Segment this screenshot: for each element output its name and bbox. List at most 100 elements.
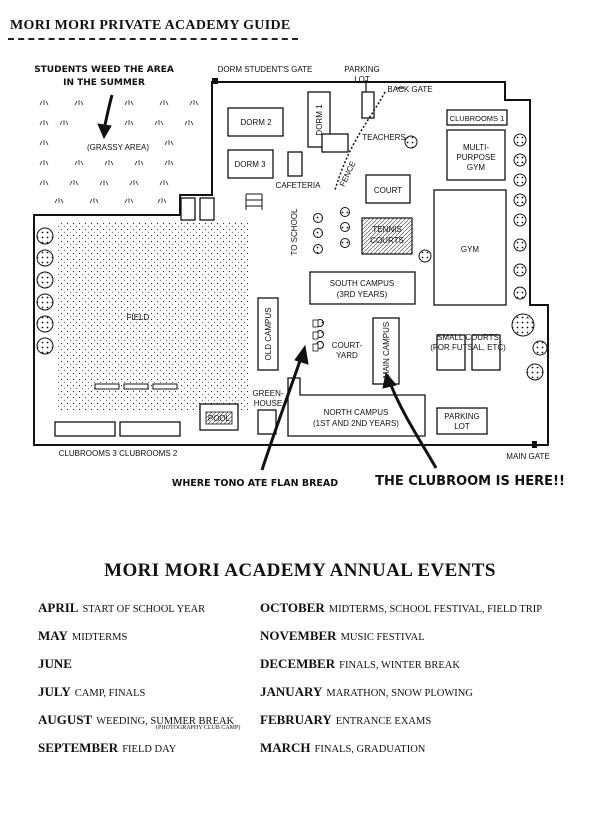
multi-gym-label-1: MULTI- — [463, 143, 489, 152]
event-month: DECEMBER — [260, 656, 336, 671]
to-school-label: TO SCHOOL — [290, 208, 299, 256]
old-campus-label: OLD CAMPUS — [264, 308, 273, 361]
weed-note-line-2: IN THE SUMMER — [63, 78, 145, 88]
parking-lot-label-1: PARKING — [444, 412, 479, 421]
greenhouse-label-2: HOUSE — [254, 399, 282, 408]
clubroom-here-note: THE CLUBROOM IS HERE!! — [375, 474, 565, 489]
court-label: COURT — [374, 186, 402, 195]
multi-gym-label-3: GYM — [467, 163, 486, 172]
event-month: OCTOBER — [260, 600, 325, 615]
trees-right — [313, 133, 548, 381]
campus-map: STUDENTS WEED THE AREA IN THE SUMMER (GR… — [33, 65, 565, 489]
greenhouse-label-1: GREEN- — [252, 389, 283, 398]
south-campus-label-1: SOUTH CAMPUS — [330, 279, 394, 288]
events-title: MORI MORI ACADEMY ANNUAL EVENTS — [104, 560, 496, 581]
clubrooms-1-label: CLUBROOMS 1 — [450, 114, 505, 123]
small-building-1 — [180, 197, 196, 221]
pool-label: POOL — [208, 414, 231, 423]
clubrooms-3-2-label: CLUBROOMS 3 CLUBROOMS 2 — [59, 449, 178, 458]
field-benches — [94, 383, 178, 390]
small-court-b — [471, 334, 501, 371]
event-month: JANUARY — [260, 684, 323, 699]
fence-line — [334, 91, 386, 191]
title-underline — [8, 38, 298, 40]
field-label: FIELD — [127, 313, 150, 322]
parking-lot — [436, 407, 488, 435]
gate-marks — [365, 80, 404, 92]
event-month: MAY — [38, 628, 68, 643]
north-campus-label-1: NORTH CAMPUS — [324, 408, 389, 417]
event-description: FIELD DAY — [122, 744, 177, 755]
dorm-gate-marker — [212, 78, 218, 84]
stairs — [245, 193, 263, 210]
event-description: MIDTERMS, SCHOOL FESTIVAL, FIELD TRIP — [328, 604, 543, 615]
event-description: ENTRANCE EXAMS — [335, 716, 432, 727]
event-description: MARATHON, SNOW PLOWING — [326, 688, 473, 699]
event-month: AUGUST — [38, 712, 93, 727]
dorm-1-annex — [321, 133, 349, 153]
parking-top-label-1: PARKING — [344, 65, 379, 74]
grassy-area — [39, 100, 199, 204]
main-gate-label: MAIN GATE — [506, 452, 549, 461]
event-description: MUSIC FESTIVAL — [340, 632, 425, 643]
dorm-gate-label: DORM STUDENT'S GATE — [218, 65, 313, 74]
event-month: NOVEMBER — [260, 628, 337, 643]
parking-lot-label-2: LOT — [454, 422, 470, 431]
weed-note-line-1: STUDENTS WEED THE AREA — [34, 65, 174, 75]
event-row-june: JUNE — [38, 656, 76, 672]
event-description: START OF SCHOOL YEAR — [82, 604, 206, 615]
tennis-label-1: TENNIS — [372, 225, 401, 234]
flan-bread-note: WHERE TONO ATE FLAN BREAD — [172, 478, 338, 489]
old-campus — [257, 297, 279, 371]
page-title: MORI MORI PRIVATE ACADEMY GUIDE — [10, 18, 291, 33]
court — [365, 174, 411, 204]
pool — [205, 411, 233, 425]
main-gate-marker — [532, 441, 537, 448]
event-description: MIDTERMS — [71, 632, 128, 643]
event-note: (PHOTOGRAPHY CLUB CAMP) — [156, 725, 241, 731]
dorm-1 — [307, 91, 331, 148]
event-month: APRIL — [38, 600, 79, 615]
greenhouse — [257, 409, 277, 435]
north-campus — [287, 377, 426, 437]
south-campus — [309, 271, 416, 305]
event-month: JULY — [38, 684, 71, 699]
courtyard-label-1: COURT- — [332, 341, 363, 350]
tennis-courts — [361, 217, 413, 255]
event-description: WEEDING, SUMMER BREAK — [96, 716, 235, 727]
small-court-a — [436, 334, 466, 371]
grassy-area-label: (GRASSY AREA) — [87, 143, 149, 152]
event-month: SEPTEMBER — [38, 740, 119, 755]
courtyard-label-2: YARD — [336, 351, 358, 360]
clubrooms-3 — [54, 421, 116, 437]
teachers-label: TEACHERS — [362, 133, 406, 142]
dorm-3-label: DORM 3 — [234, 160, 266, 169]
parking-top-label-2: LOT — [354, 75, 370, 84]
event-description: FINALS, GRADUATION — [314, 744, 426, 755]
trees-left — [36, 227, 54, 355]
small-courts-label-1: SMALL COURTS — [437, 333, 499, 342]
cafeteria-label: CAFETERIA — [276, 181, 322, 190]
multi-gym-label-2: PURPOSE — [456, 153, 495, 162]
cafeteria — [287, 151, 303, 177]
event-month: FEBRUARY — [260, 712, 332, 727]
dorm-2 — [227, 107, 284, 137]
gym-label: GYM — [461, 245, 480, 254]
small-building-2 — [199, 197, 215, 221]
event-description: CAMP, FINALS — [74, 688, 146, 699]
field — [58, 222, 248, 410]
buildings — [54, 91, 508, 437]
event-month: JUNE — [38, 656, 72, 671]
dorm-2-label: DORM 2 — [240, 118, 272, 127]
parking-top — [361, 91, 375, 119]
tennis-label-2: COURTS — [370, 236, 404, 245]
